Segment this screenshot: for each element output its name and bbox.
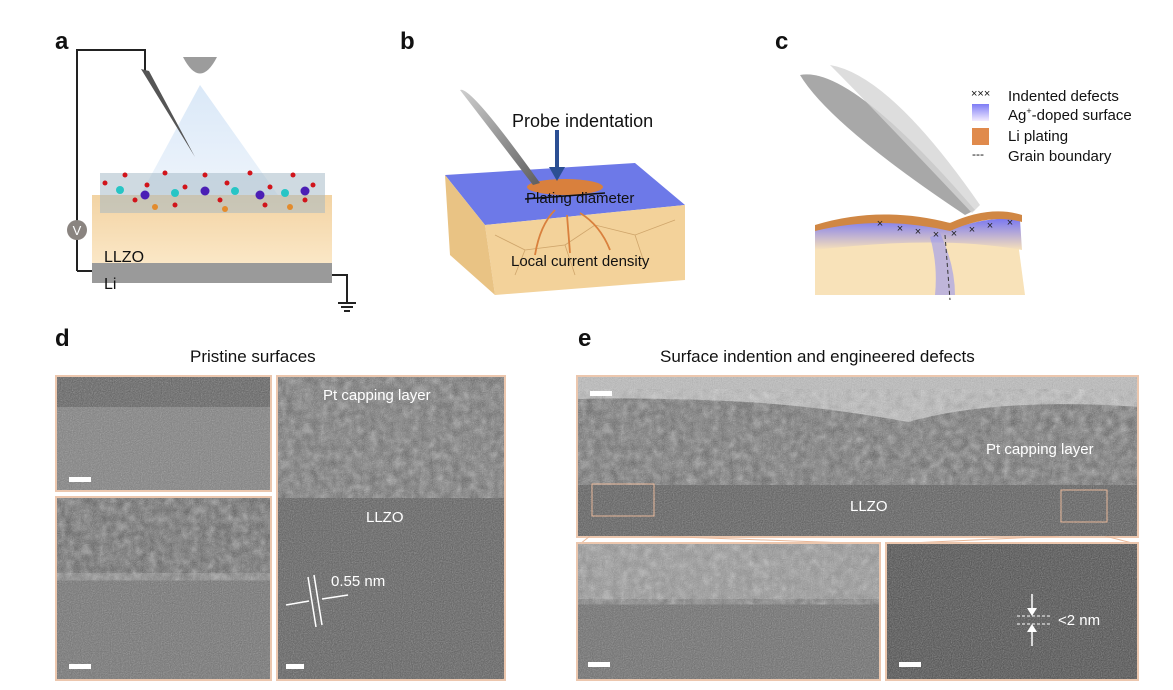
panel-c-label: c bbox=[775, 28, 789, 55]
svg-text:×: × bbox=[969, 224, 975, 236]
voltmeter-icon: V bbox=[73, 223, 82, 238]
grain-boundary-symbol: --- bbox=[972, 147, 984, 161]
panel-a-label: a bbox=[55, 28, 69, 55]
li-label: Li bbox=[104, 276, 117, 293]
legend-li-plating: Li plating bbox=[1008, 128, 1069, 145]
legend-doped-sup: + bbox=[1026, 106, 1032, 116]
doped-surface-swatch bbox=[972, 104, 989, 121]
llzo-label: LLZO bbox=[850, 498, 888, 515]
svg-text:×: × bbox=[1007, 217, 1013, 229]
plating-diameter-label: Plating diameter bbox=[526, 190, 635, 207]
scale-bar bbox=[286, 664, 304, 669]
scale-bar bbox=[69, 477, 91, 482]
local-current-density-label: Local current density bbox=[511, 253, 650, 270]
tem-image-d-bottom bbox=[55, 496, 272, 681]
legend-doped-pre: Ag bbox=[1008, 107, 1027, 124]
svg-text:×: × bbox=[877, 218, 883, 230]
pt-capping-layer-label: Pt capping layer bbox=[323, 387, 431, 404]
panel-c-schematic: ×××××××× bbox=[800, 65, 1025, 300]
legend-doped-surface: Ag+-doped surface bbox=[1008, 106, 1132, 124]
legend-grain-boundary: Grain boundary bbox=[1008, 148, 1112, 165]
svg-text:×: × bbox=[987, 220, 993, 232]
panel-e-title: Surface indention and engineered defects bbox=[660, 347, 975, 366]
scale-bar bbox=[899, 662, 921, 667]
tem-image-d-right: Pt capping layer LLZO 0.55 nm bbox=[276, 375, 506, 681]
llzo-label: LLZO bbox=[104, 249, 145, 266]
svg-text:×: × bbox=[933, 229, 939, 241]
panel-e-label: e bbox=[578, 325, 592, 352]
legend-indented-defects: Indented defects bbox=[1008, 88, 1119, 105]
panel-a-schematic: V bbox=[67, 49, 356, 312]
svg-text:×: × bbox=[951, 228, 957, 240]
legend-doped-post: -doped surface bbox=[1031, 107, 1132, 124]
panel-d-label: d bbox=[55, 325, 70, 352]
tem-image-e-bottom-right: <2 nm bbox=[885, 542, 1139, 681]
tem-image-e-top: Pt capping layer LLZO bbox=[576, 375, 1139, 538]
svg-text:×: × bbox=[897, 223, 903, 235]
scale-bar bbox=[588, 662, 610, 667]
panel-b-label: b bbox=[400, 28, 415, 55]
thickness-label: <2 nm bbox=[1058, 612, 1101, 629]
tem-image-d-top bbox=[55, 375, 272, 492]
scale-bar bbox=[590, 391, 612, 396]
svg-text:×: × bbox=[915, 226, 921, 238]
lattice-spacing-label: 0.55 nm bbox=[331, 573, 386, 590]
llzo-label: LLZO bbox=[366, 509, 404, 526]
li-plating-swatch bbox=[972, 128, 989, 145]
indented-defects-symbol: ××× bbox=[971, 88, 991, 100]
pt-capping-layer-label: Pt capping layer bbox=[986, 441, 1094, 458]
tem-image-e-bottom-left bbox=[576, 542, 881, 681]
probe-indentation-label: Probe indentation bbox=[512, 111, 654, 131]
panel-d-title: Pristine surfaces bbox=[190, 347, 316, 366]
panel-b-schematic bbox=[445, 89, 685, 295]
scale-bar bbox=[69, 664, 91, 669]
